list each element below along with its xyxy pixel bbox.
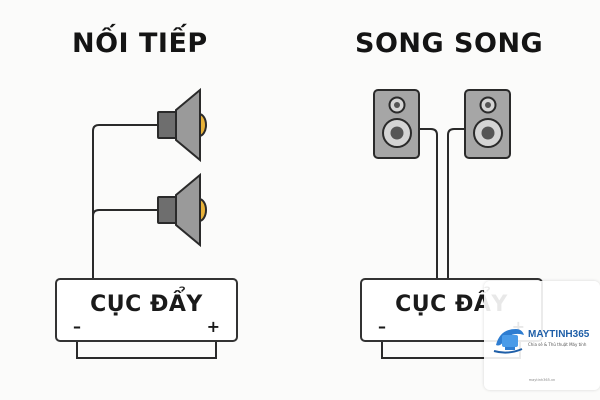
series-amplifier: CỤC ĐẨY – + (55, 278, 238, 342)
positive-terminal: + (206, 317, 220, 336)
horn-speaker-icon (157, 87, 207, 163)
logo-tagline: Chia sẻ & Thủ thuật Máy tính (528, 342, 587, 347)
watermark-logo: MAYTINH365 Chia sẻ & Thủ thuật Máy tính … (484, 281, 600, 390)
amplifier-label: CỤC ĐẨY (90, 292, 203, 317)
logo-brand: MAYTINH365 (528, 329, 590, 340)
logo-icon (493, 329, 524, 354)
series-title: NỐI TIẾP (72, 28, 208, 59)
box-speaker-icon (464, 89, 511, 159)
horn-speaker-icon (157, 172, 207, 248)
negative-terminal: – (378, 317, 386, 336)
series-wires (76, 124, 217, 359)
logo-footer: maytinh365.vn (528, 378, 556, 382)
box-speaker-icon (373, 89, 420, 159)
parallel-title: SONG SONG (355, 28, 544, 59)
negative-terminal: – (73, 317, 81, 336)
